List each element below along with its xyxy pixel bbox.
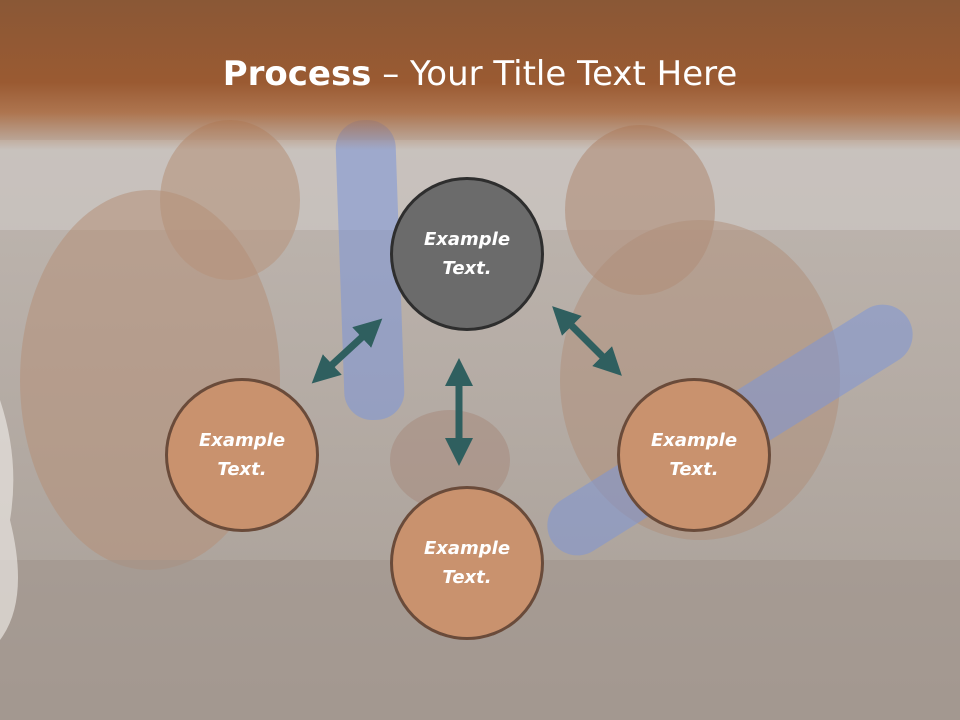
title-band: [0, 0, 960, 150]
title-bold: Process: [222, 54, 372, 94]
node-bottom-line1: Example: [423, 538, 511, 559]
node-right-line1: Example: [650, 430, 738, 451]
title-rest: – Your Title Text Here: [371, 54, 738, 94]
page-title: Process – Your Title Text Here: [0, 52, 960, 96]
arrow-top-left: [311, 318, 383, 384]
node-bottom-line2: Text.: [442, 567, 492, 588]
node-top-line2: Text.: [442, 258, 492, 279]
node-left-line2: Text.: [217, 459, 267, 480]
node-right-line2: Text.: [669, 459, 719, 480]
node-left-line1: Example: [198, 430, 286, 451]
node-top-line1: Example: [423, 229, 511, 250]
arrow-top-right: [552, 306, 622, 376]
